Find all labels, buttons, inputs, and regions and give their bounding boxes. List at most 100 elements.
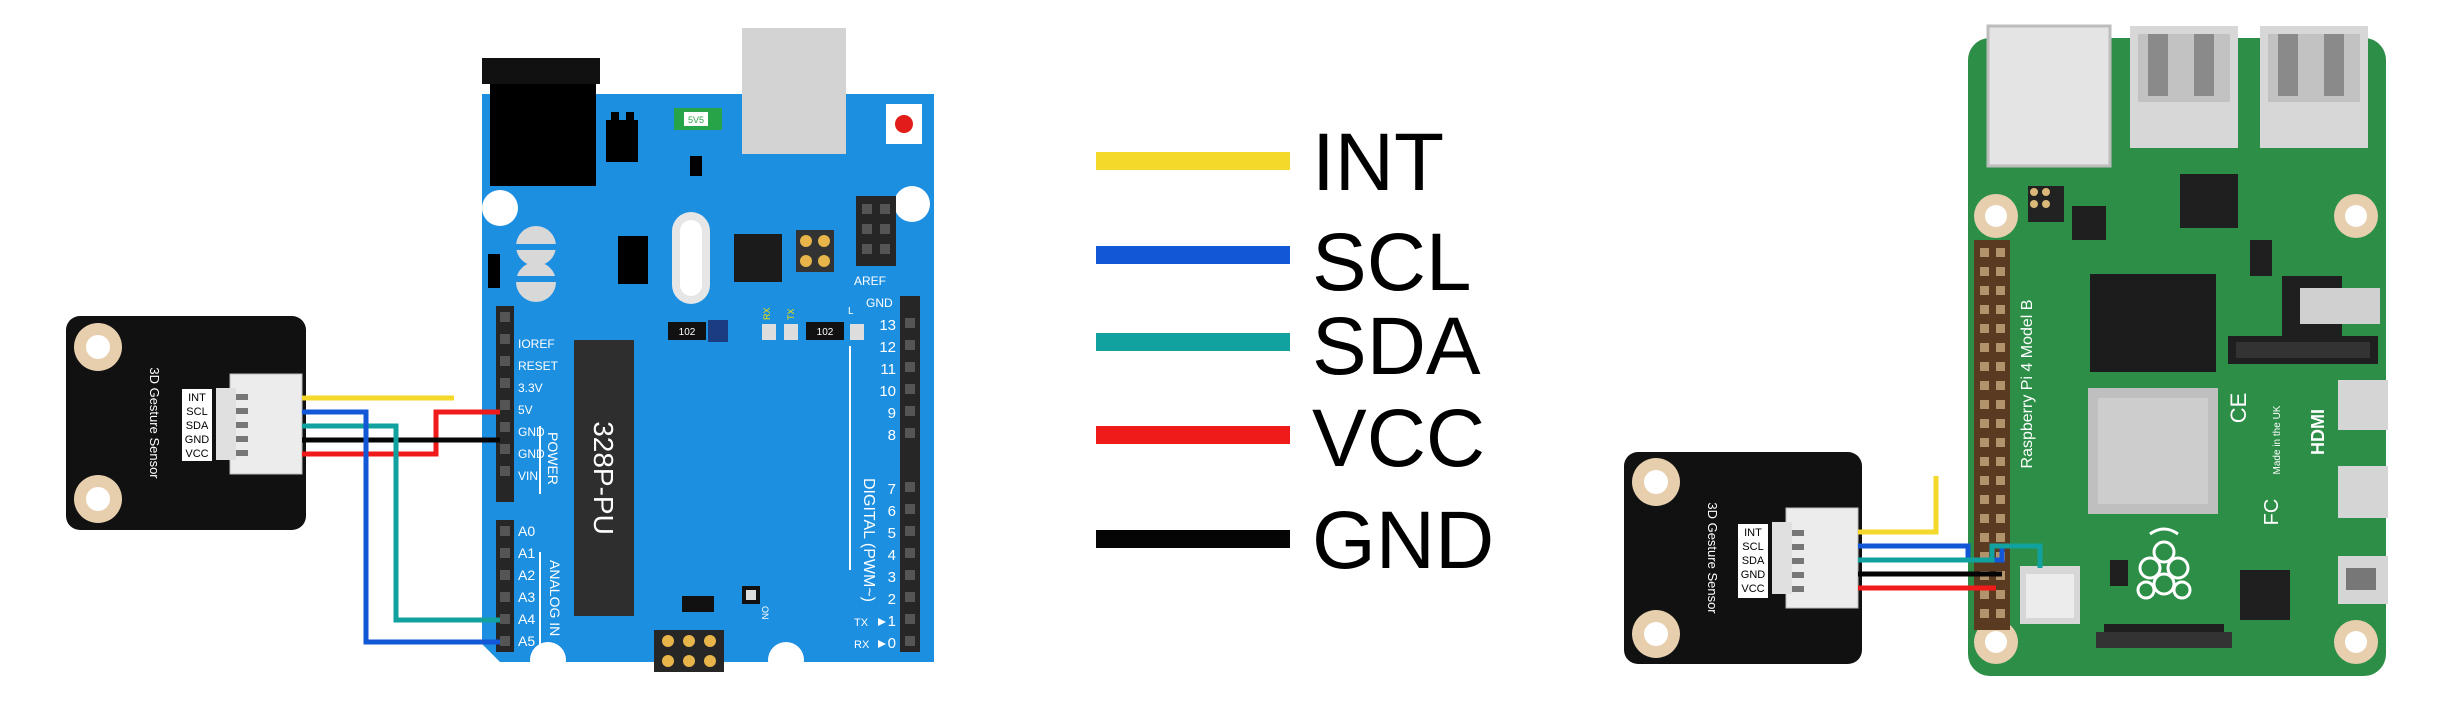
legend-label-int: INT bbox=[1312, 117, 1444, 208]
gpio-pin bbox=[1980, 381, 1989, 390]
digital-pin-0: 0 bbox=[888, 635, 896, 652]
ce-mark: CE bbox=[2226, 393, 2251, 424]
gpio-pin bbox=[1996, 476, 2005, 485]
wire-sda-right bbox=[1858, 543, 2043, 568]
wire-int-right bbox=[1858, 476, 1939, 535]
gpio-pin bbox=[1980, 305, 1989, 314]
gpio-pin bbox=[1980, 457, 1989, 466]
gpio-pin bbox=[1996, 590, 2005, 599]
pin-label-int: INT bbox=[188, 392, 206, 404]
rx-led-label: RX bbox=[762, 307, 772, 320]
gpio-pin bbox=[1980, 419, 1989, 428]
digital-pin-8: 8 bbox=[888, 427, 896, 444]
digital-pin-9: 9 bbox=[888, 405, 896, 422]
arduino-uno-board: 5V5 102 RX TX bbox=[482, 28, 934, 678]
analog-pin-a4: A4 bbox=[518, 611, 535, 627]
gpio-pin bbox=[1980, 552, 1989, 561]
raspberry-logo-icon bbox=[2136, 527, 2192, 600]
gpio-pin bbox=[1996, 362, 2005, 371]
digital-pin-11: 11 bbox=[880, 361, 896, 378]
wire-sda-left bbox=[302, 423, 500, 623]
gpio-pin bbox=[1996, 286, 2005, 295]
gpio-pin bbox=[1980, 343, 1989, 352]
resistor-label-2: 102 bbox=[817, 327, 834, 338]
gpio-pin bbox=[1996, 514, 2005, 523]
fc-mark: FC bbox=[2261, 499, 2283, 526]
analog-pin-a2: A2 bbox=[518, 567, 535, 583]
legend-swatch-sda bbox=[1096, 333, 1290, 351]
gpio-pin bbox=[1996, 248, 2005, 257]
pin-label-gnd: GND bbox=[185, 434, 210, 446]
digital-pin-12: 12 bbox=[879, 339, 896, 356]
color-legend: INT SCL SDA VCC GND bbox=[1096, 117, 1494, 586]
pin-label-gnd-right: GND bbox=[1741, 569, 1766, 581]
microcontroller-chip bbox=[574, 340, 634, 616]
tx-pin-label: TX bbox=[854, 617, 869, 629]
pi-model-label: Raspberry Pi 4 Model B bbox=[2019, 300, 2036, 469]
gpio-pin bbox=[1996, 400, 2005, 409]
sensor-title: 3D Gesture Sensor bbox=[147, 367, 162, 479]
power-pin-gnd2: GND bbox=[518, 447, 545, 461]
analog-pin-a3: A3 bbox=[518, 589, 535, 605]
digital-pin-3: 3 bbox=[888, 569, 896, 586]
on-led-label: ON bbox=[760, 606, 770, 620]
ic-label: 5V5 bbox=[688, 115, 704, 125]
gpio-pin bbox=[1996, 381, 2005, 390]
aref-label: AREF bbox=[854, 274, 886, 288]
raspberry-pi-board: Raspberry Pi 4 Model B CE Made in the UK… bbox=[1968, 24, 2388, 676]
gpio-pin bbox=[1980, 438, 1989, 447]
ethernet-port bbox=[1986, 24, 2112, 168]
gpio-pin bbox=[1996, 533, 2005, 542]
chip-label: 328P-PU bbox=[588, 421, 619, 535]
digital-gnd-label: GND bbox=[866, 296, 893, 310]
resistor-label-1: 102 bbox=[679, 327, 696, 338]
hdmi-label: HDMI bbox=[2308, 409, 2328, 455]
right-wires bbox=[1858, 476, 2043, 591]
made-in-uk: Made in the UK bbox=[2272, 405, 2283, 474]
legend-label-vcc: VCC bbox=[1312, 393, 1485, 484]
gpio-pin bbox=[1980, 267, 1989, 276]
gpio-pin bbox=[1980, 248, 1989, 257]
legend-swatch-vcc bbox=[1096, 426, 1290, 444]
digital-pin-4: 4 bbox=[888, 547, 896, 564]
gpio-pin bbox=[1996, 609, 2005, 618]
l-led-label: L bbox=[848, 306, 854, 317]
gpio-pin bbox=[1996, 343, 2005, 352]
gpio-pin bbox=[1980, 362, 1989, 371]
gpio-pin bbox=[1996, 457, 2005, 466]
sensor-pin-labels: INT SCL SDA GND VCC bbox=[182, 389, 212, 461]
pin-label-sda-right: SDA bbox=[1742, 555, 1765, 567]
gpio-pin bbox=[1996, 267, 2005, 276]
power-pin-vin: VIN bbox=[518, 469, 538, 483]
pin-label-scl: SCL bbox=[186, 406, 207, 418]
pin-label-sda: SDA bbox=[186, 420, 209, 432]
digital-pin-5: 5 bbox=[888, 525, 896, 542]
gpio-pin bbox=[1996, 419, 2005, 428]
tx-led-label: TX bbox=[786, 308, 796, 320]
gpio-pin bbox=[1980, 609, 1989, 618]
sensor-title-right: 3D Gesture Sensor bbox=[1705, 502, 1720, 614]
gpio-pin bbox=[1996, 438, 2005, 447]
digital-pin-7: 7 bbox=[888, 481, 896, 498]
gpio-pin bbox=[1980, 590, 1989, 599]
power-pin-gnd1: GND bbox=[518, 425, 545, 439]
power-pin-3v3: 3.3V bbox=[518, 381, 543, 395]
digital-pin-6: 6 bbox=[888, 503, 896, 520]
legend-label-sda: SDA bbox=[1312, 301, 1481, 392]
pin-label-int-right: INT bbox=[1744, 527, 1762, 539]
sensor-connector bbox=[216, 373, 303, 475]
right-gesture-sensor: 3D Gesture Sensor INT SCL SDA GND VCC bbox=[1624, 452, 1862, 664]
gpio-pin bbox=[1980, 324, 1989, 333]
analog-pin-a5: A5 bbox=[518, 633, 535, 649]
gpio-pin bbox=[1980, 533, 1989, 542]
analog-pin-a1: A1 bbox=[518, 545, 535, 561]
power-pin-reset: RESET bbox=[518, 359, 559, 373]
legend-swatch-int bbox=[1096, 152, 1290, 170]
gpio-pin bbox=[1996, 324, 2005, 333]
pin-label-vcc: VCC bbox=[185, 448, 208, 460]
legend-label-scl: SCL bbox=[1312, 217, 1472, 308]
rx-pin-label: RX bbox=[854, 639, 870, 651]
legend-swatch-gnd bbox=[1096, 530, 1290, 548]
digital-pin-1: 1 bbox=[888, 613, 896, 630]
power-section-label: POWER bbox=[545, 432, 561, 485]
